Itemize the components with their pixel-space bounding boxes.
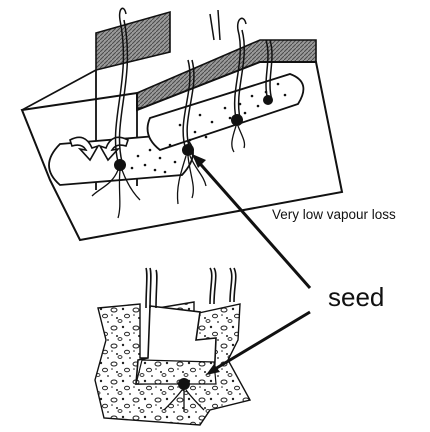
- back-wall-left: [96, 12, 170, 70]
- seed-bottom: [178, 378, 190, 390]
- seed-tray-illustration: [22, 8, 342, 240]
- seed-label: seed: [328, 282, 384, 313]
- soil-cross-section: [95, 268, 250, 425]
- vapour-loss-label: Very low vapour loss: [272, 207, 396, 222]
- seed-cover: [136, 360, 216, 384]
